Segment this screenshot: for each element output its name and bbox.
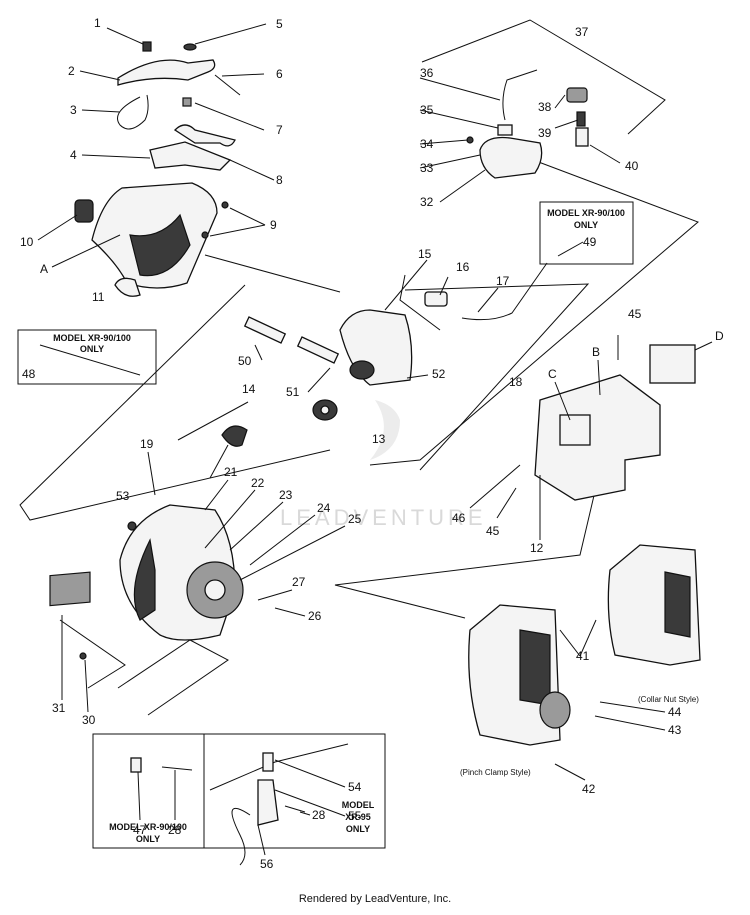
callout-12: 12: [530, 541, 544, 555]
callout-37: 37: [575, 25, 589, 39]
engine-block-part: [49, 504, 244, 641]
watermark-text: LEADVENTURE: [280, 505, 487, 530]
callout-7: 7: [276, 123, 283, 137]
callout-28-second: 28: [312, 808, 326, 822]
callout-56: 56: [260, 857, 274, 871]
callout-30: 30: [82, 713, 96, 727]
svg-text:ONLY: ONLY: [136, 834, 160, 844]
callout-34: 34: [420, 137, 434, 151]
group-outlines: [19, 19, 699, 791]
callout-10: 10: [20, 235, 34, 249]
callout-17: 17: [496, 274, 510, 288]
callout-44: 44: [668, 705, 682, 719]
callout-14: 14: [242, 382, 256, 396]
fuel-tank-part: [312, 262, 548, 421]
callout-55: 55: [348, 809, 362, 823]
callout-9: 9: [270, 218, 277, 232]
callout-49: 49: [583, 235, 597, 249]
heat-shield-part: [534, 344, 696, 501]
starter-handle-part: [209, 425, 248, 479]
svg-text:ONLY: ONLY: [346, 824, 370, 834]
callout-11: 11: [92, 290, 105, 304]
callout-21: 21: [224, 465, 238, 479]
callout-36: 36: [420, 66, 434, 80]
callout-6: 6: [276, 67, 283, 81]
carburetor-small-parts: [79, 652, 306, 866]
primer-rod-part: [39, 316, 340, 376]
callout-35: 35: [420, 103, 434, 117]
callout-27: 27: [292, 575, 306, 589]
callout-46: 46: [452, 511, 466, 525]
callout-54: 54: [348, 780, 362, 794]
callout-51: 51: [286, 385, 300, 399]
svg-text:MODEL XR-90/100: MODEL XR-90/100: [53, 333, 131, 343]
throttle-trigger-part: [117, 41, 241, 171]
callout-32: 32: [420, 195, 434, 209]
front-housing-part: [74, 182, 229, 297]
callout-A: A: [40, 262, 48, 276]
callout-39: 39: [538, 126, 552, 140]
callout-45: 45: [486, 524, 500, 538]
callout-38: 38: [538, 100, 552, 114]
callout-D: D: [715, 329, 724, 343]
callout-43: 43: [668, 723, 682, 737]
caption-collar-nut: (Collar Nut Style): [638, 695, 699, 704]
callout-15: 15: [418, 247, 432, 261]
callout-42: 42: [582, 782, 596, 796]
callout-16: 16: [456, 260, 470, 274]
callout-2: 2: [68, 64, 75, 78]
captions: (Collar Nut Style) (Pinch Clamp Style): [460, 695, 699, 777]
callout-52: 52: [432, 367, 446, 381]
callout-C: C: [548, 367, 557, 381]
callout-22: 22: [251, 476, 265, 490]
model-box-xr-90-100-top: MODEL XR-90/100 ONLY: [539, 201, 634, 265]
watermark: LEADVENTURE: [280, 400, 487, 530]
callout-48: 48: [22, 367, 36, 381]
svg-text:MODEL XR-90/100: MODEL XR-90/100: [547, 208, 625, 218]
callout-26: 26: [308, 609, 322, 623]
callout-18: 18: [509, 375, 523, 389]
callout-28: 28: [168, 823, 182, 837]
callout-40: 40: [625, 159, 639, 173]
callout-24: 24: [317, 501, 331, 515]
model-box-bottom: MODEL XR-90/100 ONLY MODEL XR-95 ONLY: [92, 733, 386, 849]
svg-text:MODEL: MODEL: [342, 800, 375, 810]
leader-lines: [37, 23, 713, 856]
callout-19: 19: [140, 437, 154, 451]
callout-3: 3: [70, 103, 77, 117]
callout-33: 33: [420, 161, 434, 175]
callout-numbers: 1 2 3 4 5 6 7 8 9 10 A 11 37 36 38 35 39…: [20, 16, 724, 871]
svg-text:ONLY: ONLY: [80, 344, 104, 354]
callout-23: 23: [279, 488, 293, 502]
callout-50: 50: [238, 354, 252, 368]
callout-1: 1: [94, 16, 101, 30]
model-box-xr-90-100-left: MODEL XR-90/100 ONLY: [17, 329, 157, 385]
ignition-part: [466, 69, 589, 179]
callout-45: 45: [628, 307, 642, 321]
svg-text:MODEL XR-90/100: MODEL XR-90/100: [109, 822, 187, 832]
callout-8: 8: [276, 173, 283, 187]
callout-25: 25: [348, 512, 362, 526]
callout-13: 13: [372, 432, 386, 446]
callout-47: 47: [133, 823, 147, 837]
callout-41: 41: [576, 649, 590, 663]
svg-text:XR-95: XR-95: [345, 812, 371, 822]
clutch-housing-part: [468, 544, 701, 746]
callout-5: 5: [276, 17, 283, 31]
callout-4: 4: [70, 148, 77, 162]
footer-credit: Rendered by LeadVenture, Inc.: [298, 893, 452, 905]
caption-pinch-clamp: (Pinch Clamp Style): [460, 768, 531, 777]
svg-text:ONLY: ONLY: [574, 220, 598, 230]
callout-31: 31: [52, 701, 66, 715]
callout-B: B: [592, 345, 600, 359]
callout-53: 53: [116, 489, 130, 503]
